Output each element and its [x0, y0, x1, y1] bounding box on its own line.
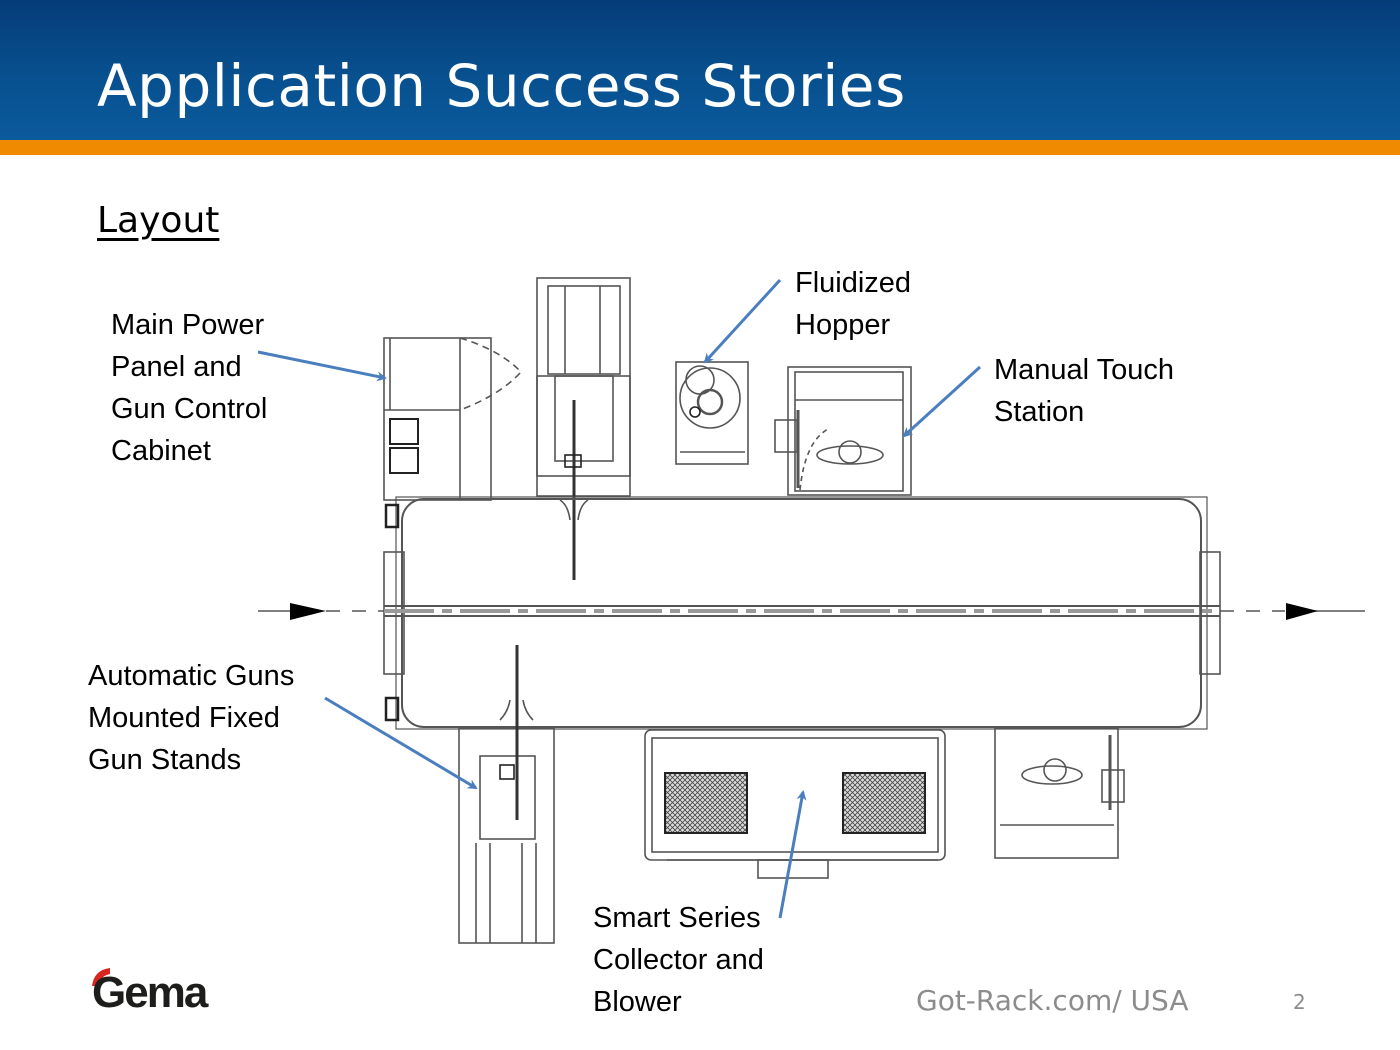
callout-automatic-guns: Automatic Guns Mounted Fixed Gun Stands: [88, 660, 295, 776]
gema-logo-mark-icon: [92, 968, 110, 986]
fluidized-hopper: [675, 361, 749, 465]
callout-arrow-collector: [778, 790, 807, 919]
upper-gun-stand: [536, 277, 631, 580]
footer-source: Got-Rack.com/ USA: [916, 984, 1189, 1017]
callout-arrow-auto-guns: [324, 696, 478, 790]
callout-main-power-panel: Main Power Panel and Gun Control Cabinet: [111, 309, 268, 467]
callout-manual-touch-station: Manual Touch Station: [994, 354, 1175, 428]
callout-arrow-power-panel: [257, 350, 387, 382]
callout-arrow-touch-station: [902, 365, 982, 438]
gema-logo-text: Gema: [92, 968, 208, 1017]
page-number: 2: [1293, 990, 1306, 1014]
conveyor-entry-arrow: [290, 603, 326, 620]
smart-series-collector: [644, 729, 946, 879]
manual-touch-station-top: [774, 366, 912, 496]
conveyor-exit-arrow: [1286, 603, 1318, 620]
control-cabinet: [383, 337, 523, 501]
manual-touch-station-bottom: [994, 727, 1125, 859]
section-title: Layout: [97, 200, 220, 241]
accent-bar: [0, 140, 1400, 155]
slide-title: Application Success Stories: [97, 52, 906, 120]
gema-logo: Gema: [88, 962, 218, 1026]
conveyor-line: [258, 605, 1365, 617]
lower-gun-stand: [458, 645, 555, 944]
title-banner: [0, 0, 1400, 140]
callout-fluidized-hopper: Fluidized Hopper: [795, 267, 912, 341]
callout-arrow-hopper: [703, 278, 782, 364]
callout-smart-series-collector: Smart Series Collector and Blower: [593, 902, 764, 1018]
